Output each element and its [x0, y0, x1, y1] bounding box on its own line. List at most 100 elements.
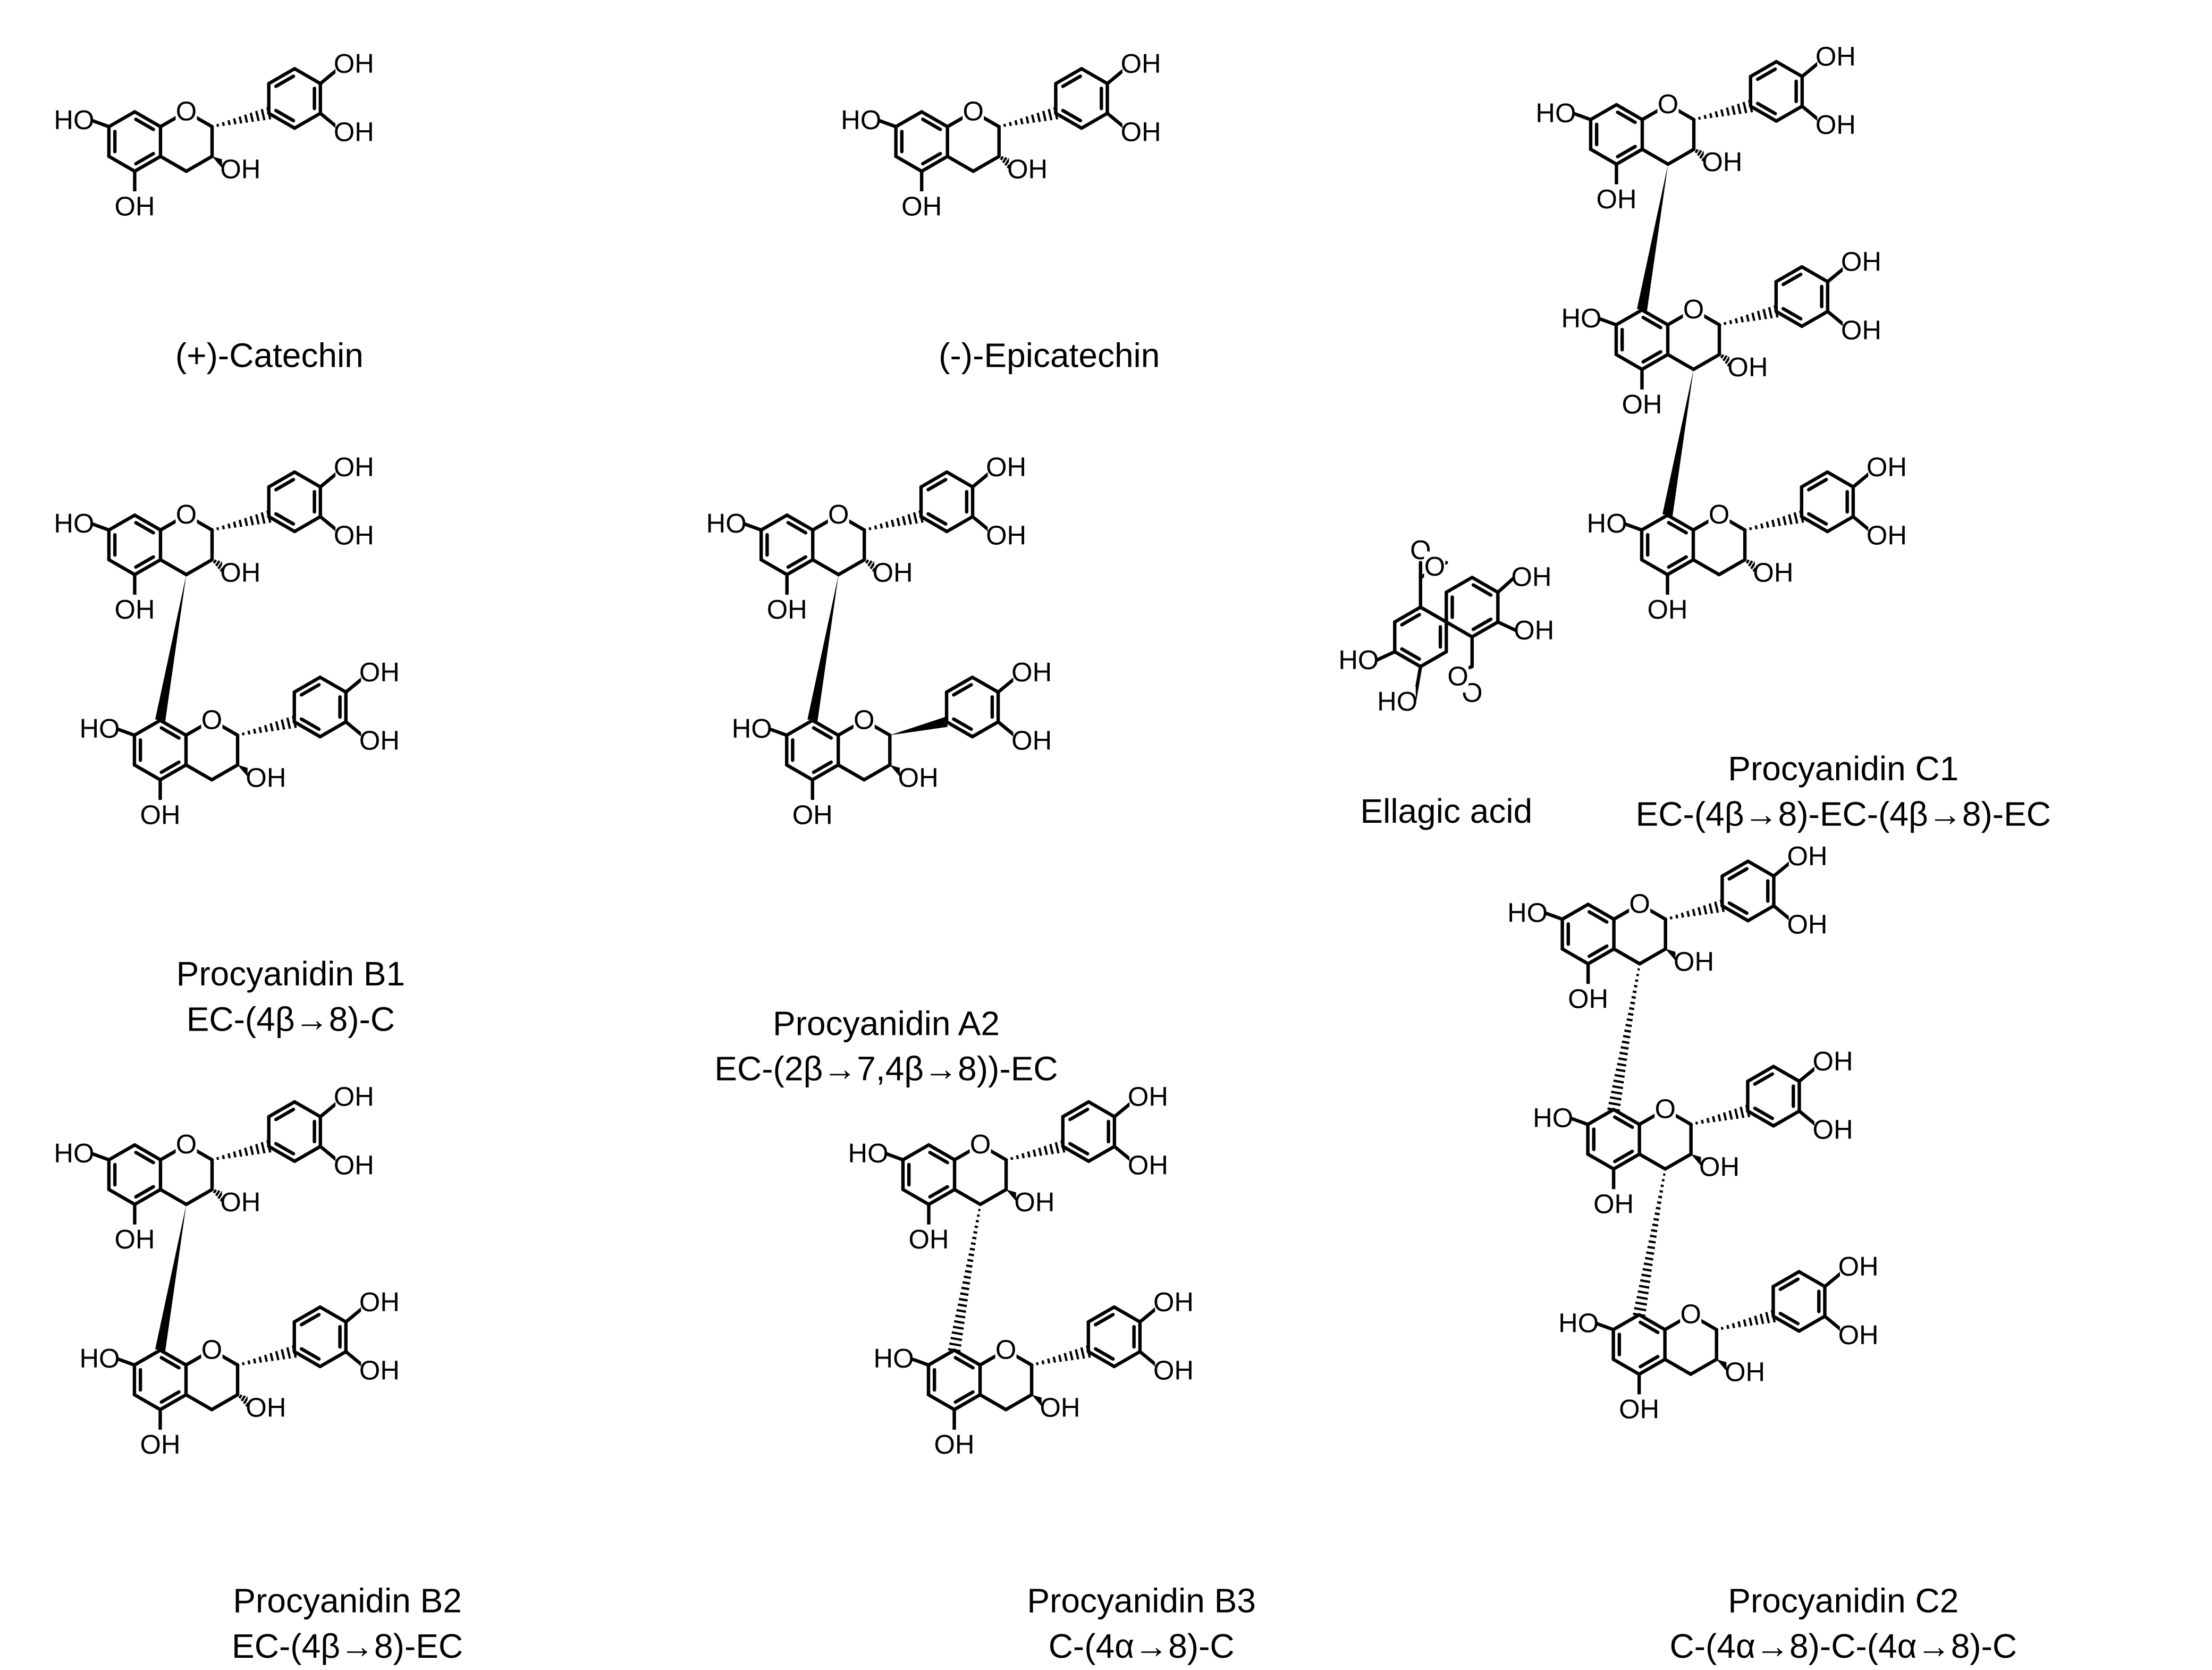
- atom-label-background: [1447, 661, 1469, 693]
- ring-bond: [1775, 104, 1804, 123]
- bond-line: [344, 720, 365, 738]
- ring-bond: [1640, 308, 1670, 327]
- a-ring-7-hydroxyl-label: HO: [54, 1138, 94, 1168]
- hashed-bond-stroke: [1608, 1101, 1621, 1107]
- ring-bond: [1589, 103, 1618, 122]
- c3-hydroxyl-label: OH: [1753, 557, 1793, 587]
- hashed-bond-stroke: [1647, 1245, 1656, 1250]
- hashed-bond-stroke: [249, 112, 254, 122]
- ring-bond: [1800, 515, 1829, 534]
- b-ring-3-hydroxyl-label: OH: [986, 452, 1026, 482]
- ring-bond: [1720, 904, 1750, 923]
- ring-bond: [158, 763, 188, 782]
- lactone-oxygen-label: O: [1424, 551, 1445, 581]
- double-bond-line: [1094, 1347, 1115, 1361]
- ring-bond: [945, 515, 975, 534]
- c3-hydroxyl-label: OH: [898, 762, 939, 792]
- ring-bond: [1393, 605, 1422, 624]
- c3-hydroxyl-label: OH: [246, 1392, 286, 1422]
- atom-label-background: [141, 799, 179, 831]
- bond-line: [90, 1152, 111, 1162]
- ring-bond: [1061, 1144, 1091, 1163]
- double-bond-line: [812, 726, 833, 740]
- hashed-bond-stroke: [1063, 1353, 1068, 1362]
- atom-label-background: [995, 1334, 1017, 1366]
- hashed-bond-stroke: [1046, 1358, 1051, 1364]
- b-ring-4-hydroxyl-label: OH: [1813, 1115, 1853, 1145]
- ring-bond: [1637, 1357, 1667, 1376]
- a-ring-7-hydroxyl-label: HO: [1533, 1102, 1573, 1133]
- ring-bond: [901, 1187, 931, 1207]
- hashed-bond-stroke: [1631, 996, 1636, 999]
- a-ring-5-hydroxyl-label: OH: [934, 1429, 975, 1460]
- ring-oxygen-label: O: [176, 1129, 197, 1159]
- hashed-bond-stroke: [1639, 1285, 1650, 1289]
- hashed-bond-stroke: [1726, 1325, 1729, 1329]
- hashed-bond-stroke: [1624, 1029, 1632, 1033]
- double-bond-line: [1781, 307, 1803, 320]
- atom-label-background: [361, 657, 398, 689]
- hashed-bond-stroke: [1720, 354, 1725, 359]
- hashed-bond-stroke: [1675, 914, 1678, 919]
- hashed-bond-stroke: [965, 1270, 972, 1273]
- atom-label-background: [899, 763, 937, 794]
- hashed-bond-stroke: [1777, 518, 1781, 527]
- atom-label-background: [1563, 303, 1600, 335]
- ring-oxygen-label: O: [201, 1334, 222, 1364]
- wedge-bond: [1662, 369, 1694, 516]
- hashed-bond-stroke: [1653, 1218, 1659, 1221]
- b-ring-3-hydroxyl-label: OH: [1011, 657, 1052, 687]
- hashed-bond-stroke: [286, 717, 291, 729]
- c3-hydroxyl-label: OH: [1727, 352, 1768, 382]
- hashed-bond-stroke: [1080, 1347, 1085, 1359]
- hashed-bond-stroke: [1657, 1201, 1662, 1204]
- double-bond-line: [1755, 102, 1777, 115]
- atom-label-background: [116, 191, 154, 223]
- ring-bond: [1589, 147, 1618, 166]
- hashed-bond-stroke: [1609, 1096, 1622, 1101]
- double-bond-line: [134, 117, 155, 131]
- compound-name: Procyanidin B2: [233, 1582, 462, 1620]
- ring-bond: [107, 1187, 137, 1207]
- a-ring-5-hydroxyl-label: OH: [140, 799, 180, 830]
- bond-line: [970, 471, 991, 489]
- pyran-bond: [952, 1187, 982, 1207]
- ring-bond: [107, 110, 137, 129]
- hashed-bond-stroke: [275, 721, 280, 731]
- bond-line: [344, 1306, 365, 1324]
- compound-name: (-)-Epicatechin: [939, 336, 1160, 375]
- a-ring-5-hydroxyl-label: OH: [140, 1429, 180, 1460]
- atom-label-background: [987, 452, 1025, 484]
- ring-bond: [1087, 1144, 1117, 1163]
- hashed-bond-stroke: [1626, 1018, 1633, 1022]
- a-ring-7-hydroxyl-label: HO: [54, 105, 94, 135]
- ring-bond: [158, 1348, 188, 1367]
- hashed-bond-stroke: [1641, 1273, 1651, 1278]
- hashed-bond-stroke: [901, 516, 907, 526]
- atom-label-background: [1657, 89, 1679, 121]
- c3-hydroxyl-label: OH: [220, 1187, 260, 1217]
- hashed-bond-stroke: [1765, 1312, 1770, 1323]
- hashed-bond-stroke: [1654, 1212, 1660, 1216]
- ring-bond: [1746, 904, 1776, 923]
- ring-bond: [1800, 470, 1829, 489]
- pyran-bond: [158, 155, 188, 173]
- atom-label-background: [335, 117, 373, 148]
- hashed-bond-stroke: [238, 1394, 243, 1399]
- hashed-bond-stroke: [1635, 979, 1639, 982]
- hashed-bond-stroke: [238, 1149, 243, 1157]
- atom-label-background: [116, 1224, 154, 1256]
- hashed-bond-stroke: [1695, 1121, 1699, 1125]
- double-bond-line: [299, 717, 321, 731]
- hashed-bond-stroke: [962, 1281, 970, 1285]
- atom-label-background: [853, 705, 875, 736]
- hashed-bond-stroke: [1694, 149, 1699, 154]
- ring-oxygen-label: O: [1629, 889, 1650, 919]
- ring-bond: [133, 1143, 163, 1162]
- hashed-bond-stroke: [258, 1356, 263, 1363]
- hashed-bond-stroke: [238, 519, 243, 527]
- a-ring-7-hydroxyl-label: HO: [54, 508, 94, 538]
- bond-line: [1823, 1271, 1843, 1288]
- hashed-bond-stroke: [1703, 905, 1708, 915]
